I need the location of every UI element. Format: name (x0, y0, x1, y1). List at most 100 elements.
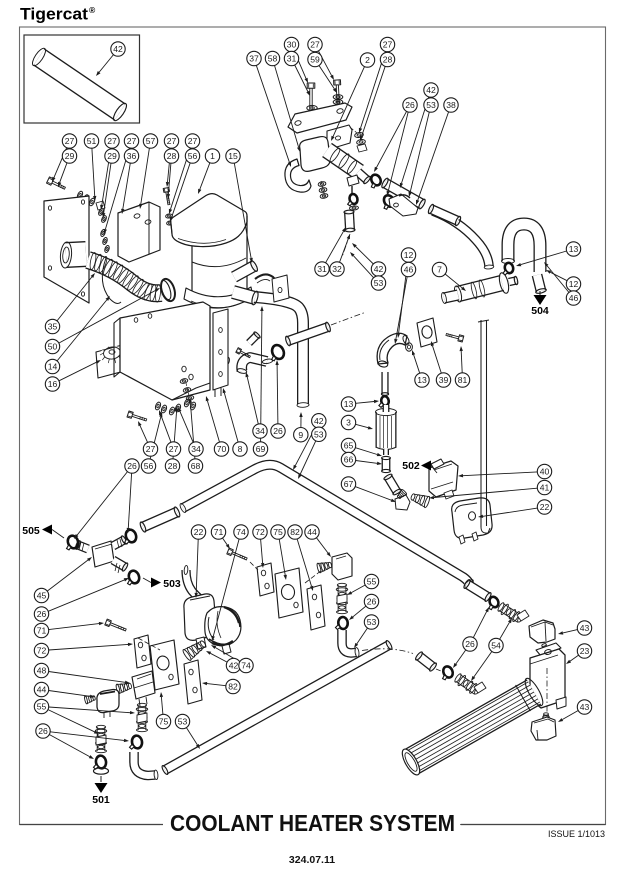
svg-text:50: 50 (48, 342, 58, 352)
svg-text:71: 71 (37, 626, 47, 636)
svg-text:55: 55 (367, 577, 377, 587)
svg-text:12: 12 (404, 250, 414, 260)
svg-text:28: 28 (383, 55, 393, 65)
svg-text:1: 1 (210, 151, 215, 161)
svg-text:68: 68 (191, 461, 201, 471)
svg-text:74: 74 (241, 661, 251, 671)
svg-text:37: 37 (249, 54, 259, 64)
svg-text:22: 22 (540, 502, 550, 512)
svg-text:58: 58 (268, 54, 278, 64)
svg-text:30: 30 (287, 40, 297, 50)
svg-text:12: 12 (569, 279, 579, 289)
svg-text:27: 27 (167, 136, 177, 146)
svg-text:504: 504 (531, 305, 549, 317)
svg-text:22: 22 (194, 527, 204, 537)
svg-text:27: 27 (65, 136, 75, 146)
svg-text:27: 27 (310, 40, 320, 50)
svg-text:56: 56 (144, 461, 154, 471)
svg-text:8: 8 (238, 444, 243, 454)
svg-text:505: 505 (22, 525, 40, 537)
svg-text:3: 3 (346, 418, 351, 428)
svg-text:53: 53 (367, 617, 377, 627)
svg-text:67: 67 (344, 479, 354, 489)
svg-text:75: 75 (273, 527, 283, 537)
svg-text:72: 72 (37, 646, 47, 656)
svg-text:42: 42 (229, 661, 239, 671)
svg-text:27: 27 (127, 136, 137, 146)
svg-text:59: 59 (310, 55, 320, 65)
svg-text:42: 42 (426, 85, 436, 95)
svg-text:42: 42 (113, 44, 123, 54)
svg-text:43: 43 (580, 623, 590, 633)
svg-text:28: 28 (167, 151, 177, 161)
svg-text:26: 26 (405, 100, 415, 110)
svg-text:9: 9 (298, 430, 303, 440)
svg-text:27: 27 (107, 136, 117, 146)
svg-text:74: 74 (236, 527, 246, 537)
svg-text:23: 23 (580, 646, 590, 656)
svg-text:31: 31 (287, 54, 297, 64)
svg-text:32: 32 (332, 264, 342, 274)
svg-text:26: 26 (37, 609, 47, 619)
svg-text:46: 46 (404, 265, 414, 275)
svg-text:27: 27 (169, 444, 179, 454)
svg-text:40: 40 (540, 467, 550, 477)
svg-text:2: 2 (365, 55, 370, 65)
svg-text:82: 82 (228, 682, 238, 692)
svg-text:®: ® (89, 5, 96, 15)
svg-text:42: 42 (374, 264, 384, 274)
svg-text:57: 57 (146, 136, 156, 146)
svg-text:28: 28 (168, 461, 178, 471)
svg-text:53: 53 (374, 278, 384, 288)
svg-text:44: 44 (37, 685, 47, 695)
svg-text:65: 65 (344, 441, 354, 451)
svg-text:14: 14 (48, 362, 58, 372)
svg-text:42: 42 (314, 416, 324, 426)
svg-text:41: 41 (540, 483, 550, 493)
svg-text:81: 81 (458, 375, 468, 385)
svg-text:15: 15 (228, 151, 238, 161)
svg-text:ISSUE 1/1013: ISSUE 1/1013 (548, 829, 605, 839)
svg-text:43: 43 (580, 702, 590, 712)
svg-text:26: 26 (273, 426, 283, 436)
svg-text:48: 48 (37, 666, 47, 676)
svg-text:39: 39 (439, 375, 449, 385)
svg-text:34: 34 (191, 444, 201, 454)
svg-text:35: 35 (48, 322, 58, 332)
svg-text:46: 46 (569, 293, 579, 303)
svg-text:45: 45 (37, 591, 47, 601)
svg-text:27: 27 (188, 136, 198, 146)
svg-text:82: 82 (290, 527, 300, 537)
svg-text:26: 26 (367, 597, 377, 607)
svg-text:56: 56 (188, 151, 198, 161)
svg-text:38: 38 (446, 100, 456, 110)
svg-text:13: 13 (344, 399, 354, 409)
svg-text:54: 54 (491, 641, 501, 651)
svg-text:16: 16 (48, 379, 58, 389)
svg-text:27: 27 (383, 40, 393, 50)
svg-text:34: 34 (255, 426, 265, 436)
svg-text:29: 29 (65, 151, 75, 161)
svg-text:COOLANT HEATER SYSTEM: COOLANT HEATER SYSTEM (170, 810, 455, 836)
svg-text:53: 53 (426, 100, 436, 110)
svg-text:26: 26 (38, 726, 48, 736)
svg-text:51: 51 (87, 136, 97, 146)
svg-text:44: 44 (307, 527, 317, 537)
svg-text:26: 26 (127, 461, 137, 471)
svg-text:69: 69 (256, 444, 266, 454)
svg-text:36: 36 (127, 151, 137, 161)
svg-text:70: 70 (217, 444, 227, 454)
svg-text:324.07.11: 324.07.11 (289, 854, 335, 866)
svg-text:26: 26 (465, 639, 475, 649)
svg-text:53: 53 (178, 717, 188, 727)
svg-text:71: 71 (214, 527, 224, 537)
svg-text:501: 501 (92, 794, 110, 806)
svg-text:66: 66 (344, 455, 354, 465)
svg-text:Tigercat: Tigercat (20, 5, 88, 24)
svg-text:27: 27 (146, 444, 156, 454)
svg-text:502: 502 (402, 460, 420, 472)
svg-text:7: 7 (437, 265, 442, 275)
svg-text:72: 72 (255, 527, 265, 537)
svg-text:55: 55 (37, 702, 47, 712)
svg-text:75: 75 (159, 717, 169, 727)
